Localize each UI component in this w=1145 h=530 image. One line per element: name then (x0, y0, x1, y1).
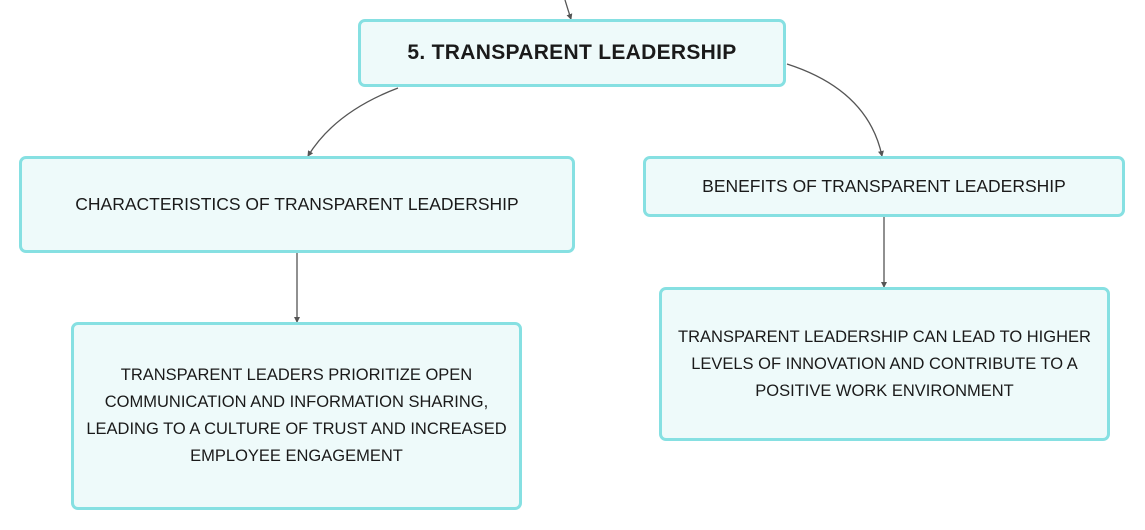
topic-node-characteristics[interactable]: CHARACTERISTICS OF TRANSPARENT LEADERSHI… (19, 156, 575, 253)
topic-node-benefits[interactable]: BENEFITS OF TRANSPARENT LEADERSHIP (643, 156, 1125, 217)
topic-node-characteristics-label: CHARACTERISTICS OF TRANSPARENT LEADERSHI… (75, 194, 519, 214)
topic-node-benefits-label: BENEFITS OF TRANSPARENT LEADERSHIP (702, 176, 1066, 196)
connector-root-to-benefits (786, 63, 884, 157)
detail-node-characteristics-text: TRANSPARENT LEADERS PRIORITIZE OPEN COMM… (86, 366, 507, 465)
detail-node-benefits-text: TRANSPARENT LEADERSHIP CAN LEAD TO HIGHE… (678, 327, 1091, 400)
connector-root-to-characteristics (307, 87, 399, 157)
root-node[interactable]: 5. TRANSPARENT LEADERSHIP (358, 19, 786, 87)
root-node-label: 5. TRANSPARENT LEADERSHIP (407, 41, 737, 64)
detail-node-benefits[interactable]: TRANSPARENT LEADERSHIP CAN LEAD TO HIGHE… (659, 287, 1110, 441)
incoming-connector (564, 0, 573, 20)
detail-node-characteristics[interactable]: TRANSPARENT LEADERS PRIORITIZE OPEN COMM… (71, 322, 522, 510)
